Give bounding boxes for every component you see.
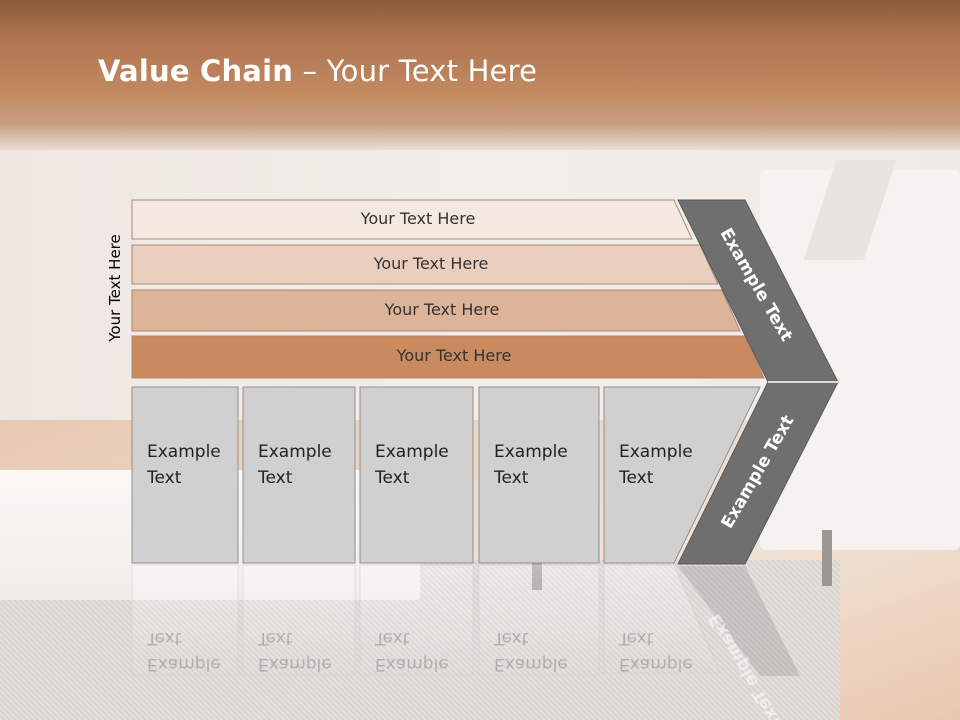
activity-box-3 <box>359 386 474 564</box>
activity-box-reflection-2 <box>242 564 356 676</box>
boxes-group <box>131 386 761 564</box>
band-4 <box>131 335 765 379</box>
sofa-leg <box>822 530 832 586</box>
activity-box-4 <box>478 386 600 564</box>
activity-box-reflection-5 <box>603 564 721 674</box>
activity-box-2-reflection-label: Example Text <box>258 628 332 674</box>
activity-box-5 <box>603 386 761 564</box>
activity-box-2-label[interactable]: Example Text <box>258 442 332 488</box>
activity-box-2 <box>242 386 356 564</box>
activity-box-4-reflection-label: Example Text <box>494 628 568 674</box>
title-rest: – Your Text Here <box>293 54 538 88</box>
activity-box-1 <box>131 386 239 564</box>
slide-title[interactable]: Value Chain – Your Text Here <box>98 54 537 88</box>
band-2-label[interactable]: Your Text Here <box>373 253 489 273</box>
band-2 <box>131 244 719 285</box>
band-3-label[interactable]: Your Text Here <box>384 299 500 319</box>
activity-box-reflection-1 <box>131 564 239 676</box>
activity-box-5-reflection-label: Example Text <box>619 628 693 674</box>
activity-box-4-label[interactable]: Example Text <box>494 442 568 488</box>
activity-box-reflection-4 <box>478 564 600 676</box>
title-bold: Value Chain <box>98 54 294 88</box>
chevron-group <box>677 199 839 565</box>
activity-box-5-label[interactable]: Example Text <box>619 442 693 488</box>
activity-box-1-label[interactable]: Example Text <box>147 442 221 488</box>
chevron-reflection <box>678 566 800 676</box>
activity-box-3-reflection-label: Example Text <box>375 628 449 674</box>
reflection-group <box>131 564 800 676</box>
activity-box-1-reflection-label: Example Text <box>147 628 221 674</box>
band-1-label[interactable]: Your Text Here <box>360 208 476 228</box>
activity-box-reflection-3 <box>359 564 474 676</box>
band-3 <box>131 289 741 332</box>
band-1 <box>131 199 693 240</box>
band-4-label[interactable]: Your Text Here <box>396 346 512 365</box>
activity-box-3-label[interactable]: Example Text <box>375 442 449 488</box>
bands-group <box>131 199 765 379</box>
